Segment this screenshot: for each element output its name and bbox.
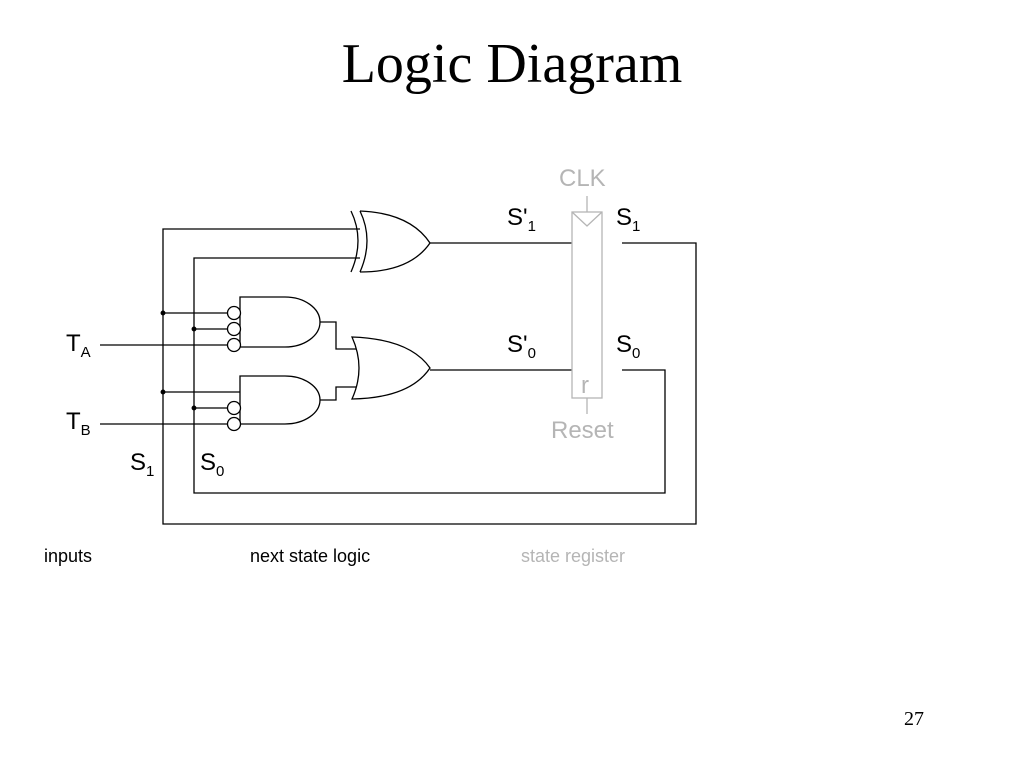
xor-gate	[350, 210, 431, 273]
s0-out-label: S0	[616, 331, 641, 362]
s0-next-label: S'0	[507, 331, 536, 362]
state-register	[571, 196, 603, 414]
page-title: Logic Diagram	[341, 33, 683, 95]
s0-feedback-wire	[193, 257, 666, 494]
s1-input-label: S1	[130, 449, 155, 480]
ta-label: TA	[66, 330, 91, 361]
s1-next-label: S'1	[507, 204, 536, 235]
caption-next-state-logic: next state logic	[250, 546, 371, 566]
and-gate-upper	[226, 296, 321, 353]
s0-input-label: S0	[200, 449, 225, 480]
and-gate-lower	[226, 375, 321, 432]
clk-label: CLK	[559, 165, 606, 192]
caption-state-register: state register	[521, 546, 626, 566]
s1-out-label: S1	[616, 204, 641, 235]
and2-out-wire	[320, 386, 360, 401]
s1-feedback-wire	[162, 228, 697, 525]
or-gate	[350, 336, 431, 400]
and1-out-wire	[320, 321, 360, 350]
reset-pin-label: r	[581, 372, 589, 399]
tb-label: TB	[66, 408, 91, 439]
page-number: 27	[904, 708, 924, 730]
clock-triangle	[571, 211, 603, 227]
reset-label: Reset	[551, 417, 614, 444]
caption-inputs: inputs	[44, 546, 93, 566]
